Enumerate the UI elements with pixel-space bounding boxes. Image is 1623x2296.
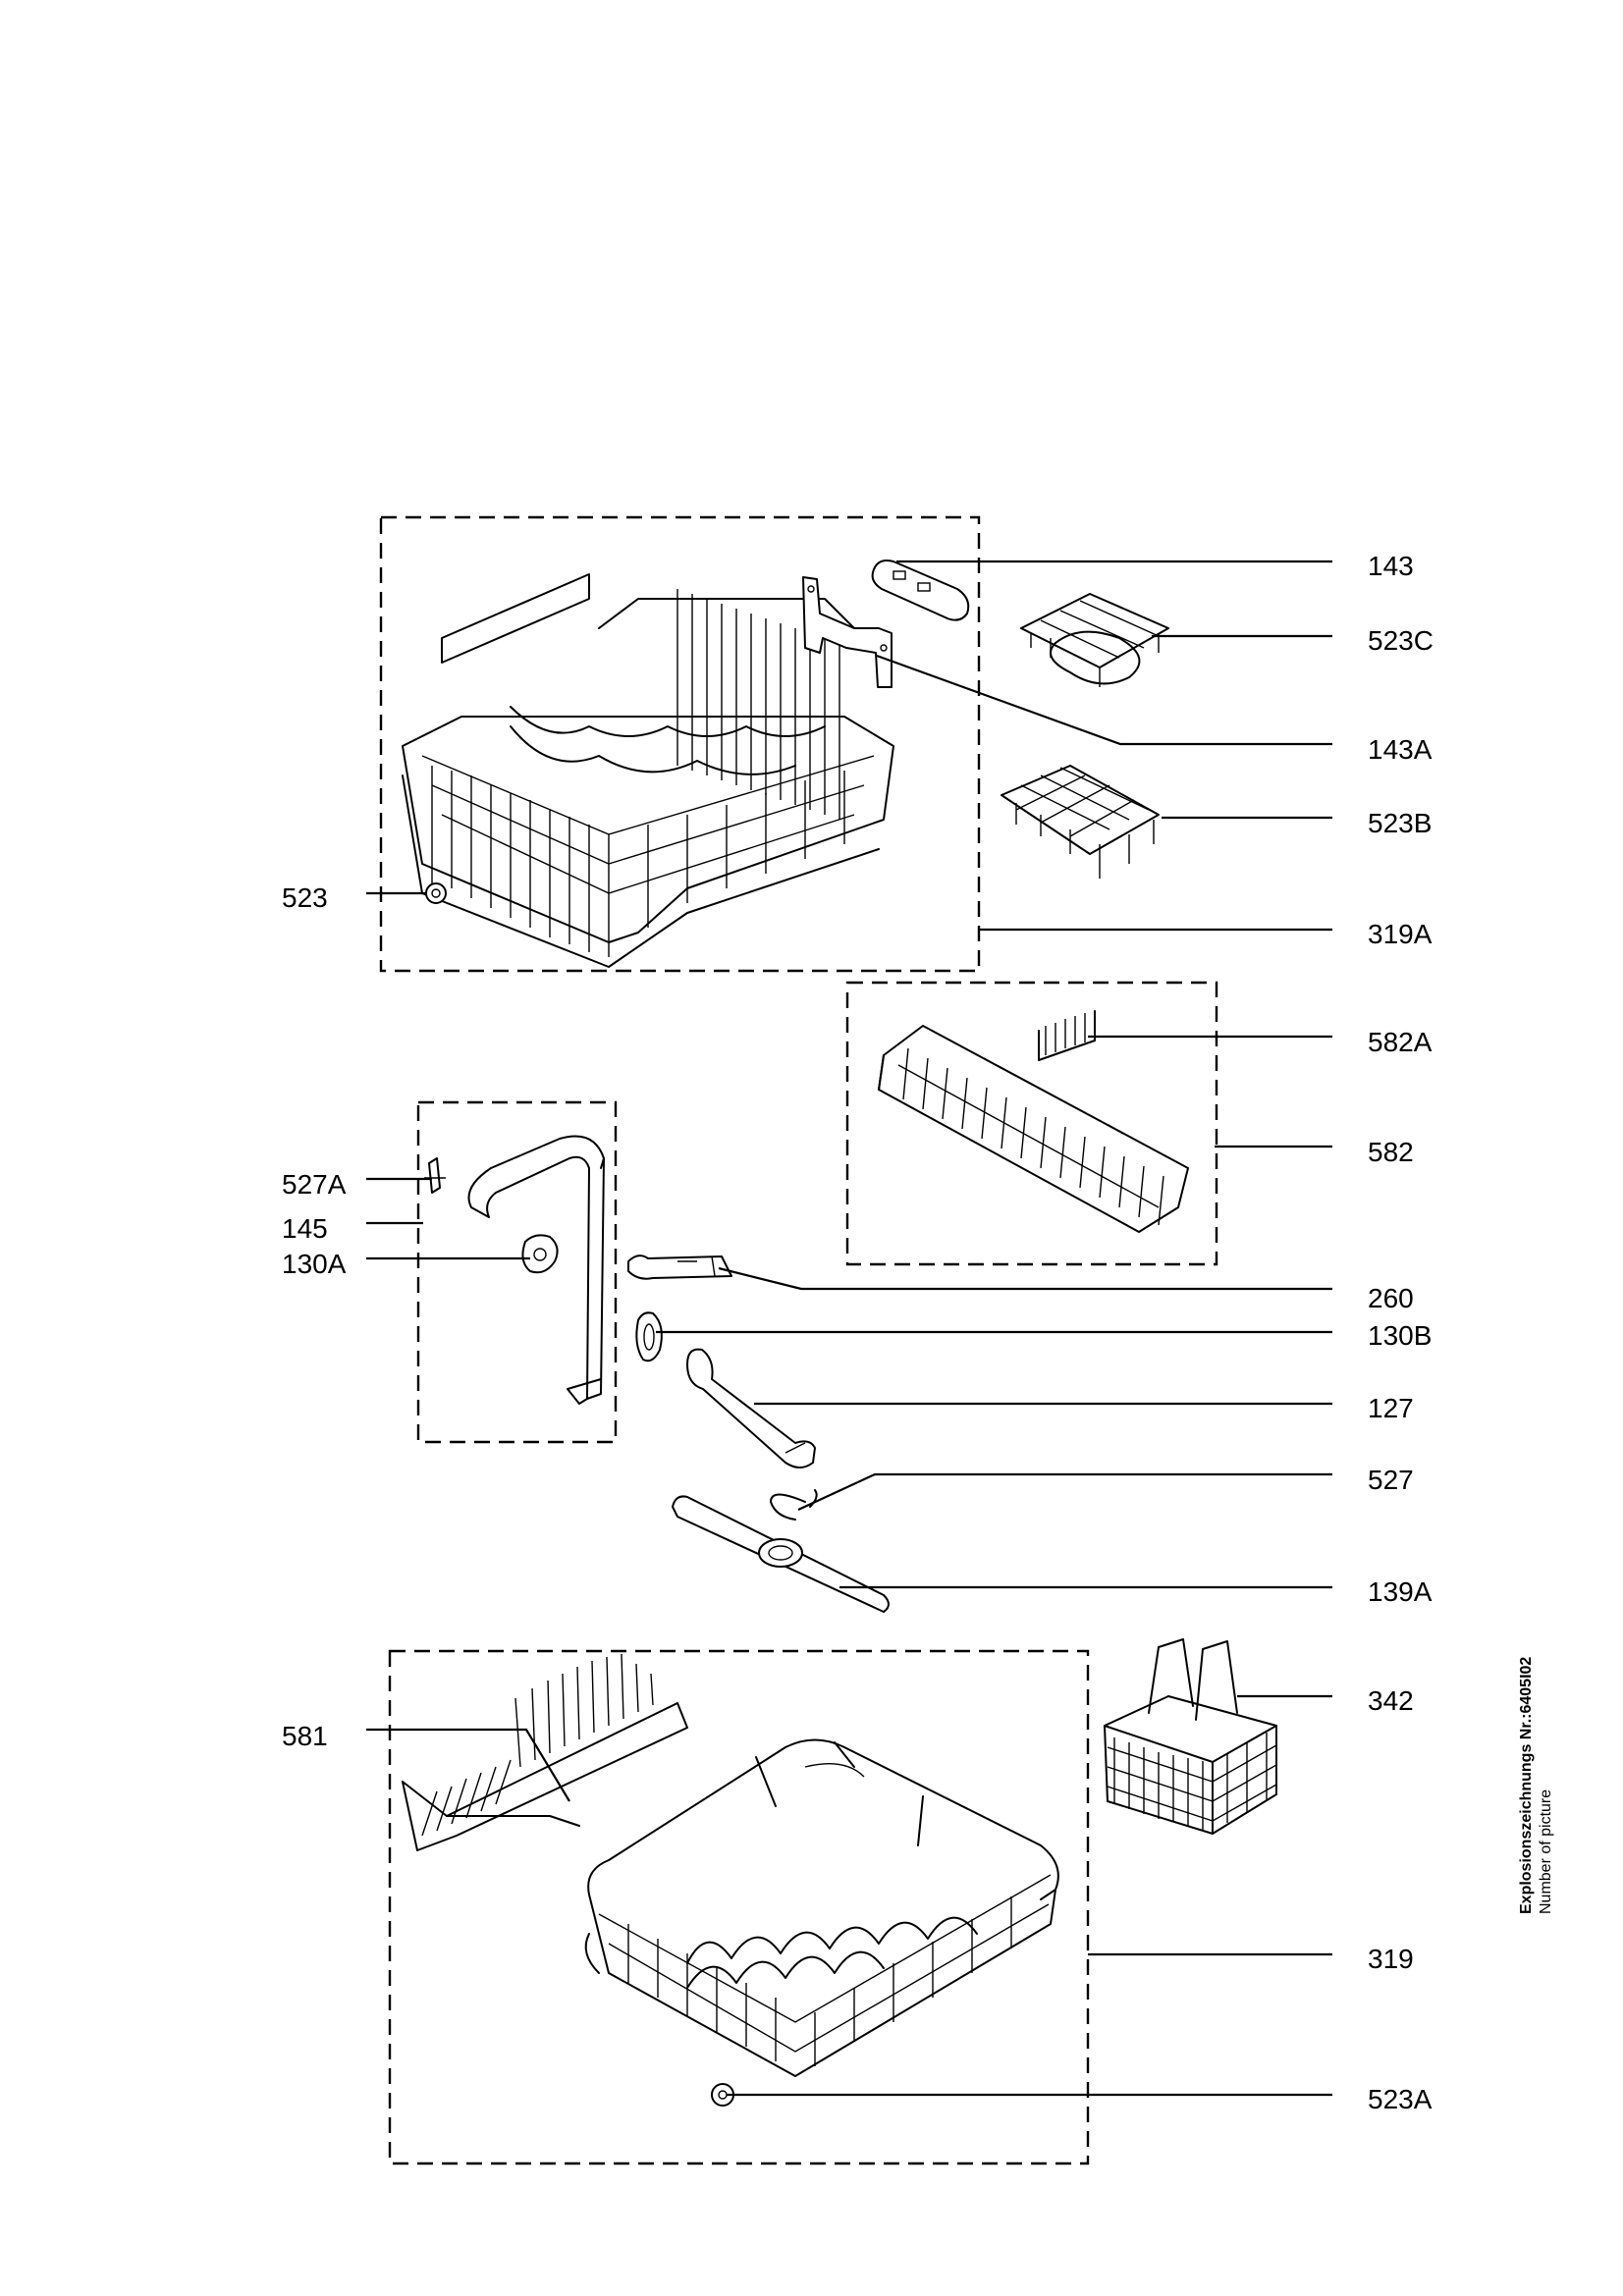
callout-319: 319 (1368, 1944, 1414, 1974)
drawing-number: Explosionszeichnungs Nr.:6405I02 (1518, 1656, 1535, 1914)
drawing-number-label: Number of picture (1538, 1789, 1554, 1914)
callout-523C: 523C (1368, 625, 1434, 656)
upper-basket-group-box (379, 515, 981, 973)
callout-130B: 130B (1368, 1320, 1432, 1351)
callout-139A: 139A (1368, 1576, 1433, 1607)
callout-523B: 523B (1368, 808, 1432, 838)
insert-523C-drawing (1020, 593, 1169, 687)
washer-130A-drawing (521, 1234, 559, 1274)
lower-basket-group-box (388, 1649, 1090, 2165)
clip-527A-drawing (424, 1157, 446, 1194)
seal-130B-drawing (635, 1311, 663, 1362)
callout-130A: 130A (282, 1249, 347, 1279)
callout-527A: 527A (282, 1169, 347, 1200)
callout-581: 581 (282, 1721, 328, 1751)
wheel-523A-drawing (711, 2083, 734, 2107)
callout-523: 523 (282, 882, 328, 913)
plate-rack-581-drawing (402, 1653, 688, 1851)
callout-523A: 523A (1368, 2084, 1433, 2114)
leader-lines (366, 560, 1332, 2097)
ring-527-drawing (770, 1489, 818, 1521)
cutlery-tray-drawing (878, 1010, 1189, 1233)
callout-319A: 319A (1368, 919, 1433, 949)
cutlery-basket-342-drawing (1104, 1638, 1277, 1835)
callout-145: 145 (282, 1213, 328, 1244)
insert-523B-drawing (1001, 765, 1160, 879)
upper-basket-drawing (402, 573, 894, 968)
cutlery-tray-group-box (845, 981, 1218, 1266)
lower-basket-drawing (584, 1738, 1059, 2077)
callout-527: 527 (1368, 1465, 1414, 1495)
callout-143: 143 (1368, 551, 1414, 581)
callout-582: 582 (1368, 1137, 1414, 1167)
spray-arm-139A-drawing (672, 1495, 890, 1613)
clip-143-drawing (871, 560, 970, 621)
callout-260: 260 (1368, 1283, 1414, 1313)
drawing-caption: Explosionszeichnungs Nr.:6405I02 Number … (1517, 1580, 1596, 1914)
callout-342: 342 (1368, 1685, 1414, 1716)
feed-pipe-127-drawing (686, 1348, 816, 1468)
bracket-143A-drawing (802, 576, 893, 688)
upper-spray-arm-group-box (416, 1100, 618, 1444)
bracket-260-drawing (627, 1255, 732, 1280)
callout-127: 127 (1368, 1393, 1414, 1423)
callout-582A: 582A (1368, 1027, 1433, 1057)
wheel-523-drawing (425, 882, 447, 904)
callout-143A: 143A (1368, 734, 1433, 765)
spray-pipe-145-drawing (467, 1135, 605, 1405)
